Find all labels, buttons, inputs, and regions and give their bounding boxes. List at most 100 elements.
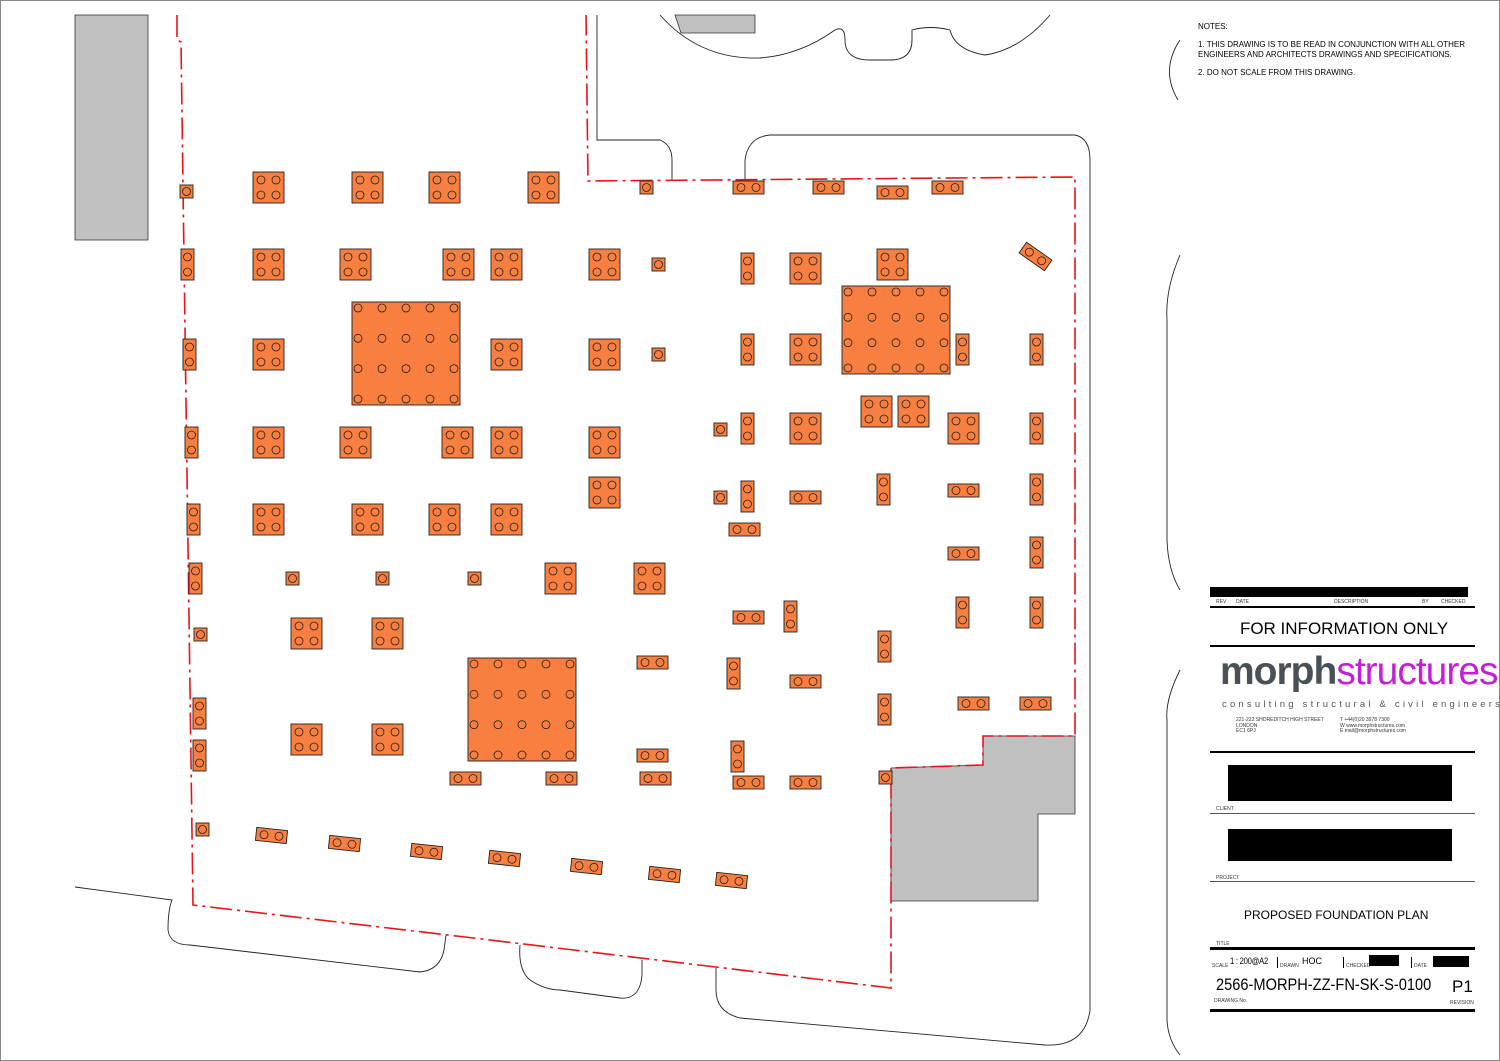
pile-icon (951, 549, 961, 558)
pile-icon (1032, 477, 1041, 487)
pile-cap (1029, 536, 1044, 569)
pile-icon (189, 507, 198, 517)
pile-icon (294, 636, 304, 646)
pile-cap (182, 338, 197, 371)
pile-cap (490, 426, 523, 459)
pile-icon (541, 659, 551, 669)
large-pile-cap (841, 285, 951, 375)
pile-icon (256, 175, 266, 185)
pile-icon (492, 853, 502, 863)
pile-icon (355, 522, 365, 532)
pile-icon (377, 364, 387, 374)
pile-icon (640, 751, 650, 760)
pile-cap (527, 171, 560, 204)
pile-icon (353, 364, 363, 374)
pile-cap (188, 562, 203, 595)
pile-icon (961, 699, 971, 708)
pile-cap (957, 696, 990, 711)
pile-icon (843, 312, 853, 322)
pile-icon (353, 394, 363, 404)
pile-icon (332, 838, 342, 848)
pile-icon (256, 190, 266, 200)
pile-icon (375, 636, 385, 646)
date-redacted (1433, 956, 1469, 967)
pile-icon (716, 493, 725, 502)
pile-cap (789, 252, 822, 285)
note-2: 2. DO NOT SCALE FROM THIS DRAWING. (1198, 68, 1356, 77)
project-label: PROJECT (1216, 875, 1240, 881)
pile-icon (541, 689, 551, 699)
pile-cap (252, 171, 285, 204)
pile-icon (637, 566, 647, 576)
pile-icon (966, 549, 976, 558)
pile-icon (793, 352, 803, 362)
pile-icon (309, 621, 319, 631)
pile-icon (939, 338, 949, 348)
pile-icon (460, 445, 470, 455)
pile-icon (607, 342, 617, 352)
pile-icon (1032, 540, 1041, 550)
pile-icon (793, 256, 803, 266)
pile-cap (876, 473, 891, 506)
pile-icon (185, 342, 194, 352)
drawing-number: 2566-MORPH-ZZ-FN-SK-S-0100 (1216, 975, 1432, 994)
pile-icon (1032, 600, 1041, 610)
pile-icon (370, 175, 380, 185)
pile-icon (808, 352, 818, 362)
pile-icon (640, 658, 650, 667)
pile-icon (469, 720, 479, 730)
pile-icon (256, 522, 266, 532)
pile-icon (432, 507, 442, 517)
pile-icon (736, 778, 746, 787)
pile-icon (592, 342, 602, 352)
pile-icon (447, 522, 457, 532)
checked-label: CHECKED (1346, 963, 1371, 969)
pile-icon (183, 267, 192, 277)
description-column: DESCRIPTION (1334, 599, 1369, 605)
pile-icon (449, 364, 459, 374)
pile-icon (494, 342, 504, 352)
pile-icon (425, 394, 435, 404)
pile-cap (490, 338, 523, 371)
pile-icon (743, 256, 752, 266)
pile-icon (880, 267, 890, 277)
pile-icon (358, 430, 368, 440)
pile-icon (751, 183, 761, 192)
client-redacted (1228, 765, 1452, 801)
client-label: CLIENT (1216, 806, 1234, 812)
pile-icon (509, 357, 519, 367)
pile-cap (180, 248, 195, 281)
pile-icon (643, 774, 653, 783)
pile-cap (651, 257, 666, 272)
pile-icon (891, 363, 901, 373)
pile-icon (891, 338, 901, 348)
pile-cap (487, 849, 522, 868)
pile-icon (808, 431, 818, 441)
pile-icon (256, 267, 266, 277)
pile-icon (425, 303, 435, 313)
pile-icon (509, 507, 519, 517)
note-1: 1. THIS DRAWING IS TO BE READ IN CONJUNC… (1198, 40, 1465, 59)
pile-icon (509, 267, 519, 277)
pile-cap (732, 180, 765, 195)
pile-icon (271, 190, 281, 200)
pile-icon (966, 431, 976, 441)
divider (1210, 751, 1475, 753)
pile-icon (843, 287, 853, 297)
pile-icon (370, 507, 380, 517)
divider (1343, 957, 1344, 968)
revision-value: P1 (1452, 977, 1473, 996)
pile-cap (428, 171, 461, 204)
pile-cap (490, 503, 523, 536)
pile-icon (951, 431, 961, 441)
pile-icon (939, 287, 949, 297)
pile-icon (494, 507, 504, 517)
pile-icon (390, 621, 400, 631)
pile-icon (1032, 431, 1041, 441)
pile-icon (563, 566, 573, 576)
pile-icon (375, 621, 385, 631)
pile-icon (494, 357, 504, 367)
pile-icon (271, 430, 281, 440)
pile-icon (879, 399, 889, 409)
